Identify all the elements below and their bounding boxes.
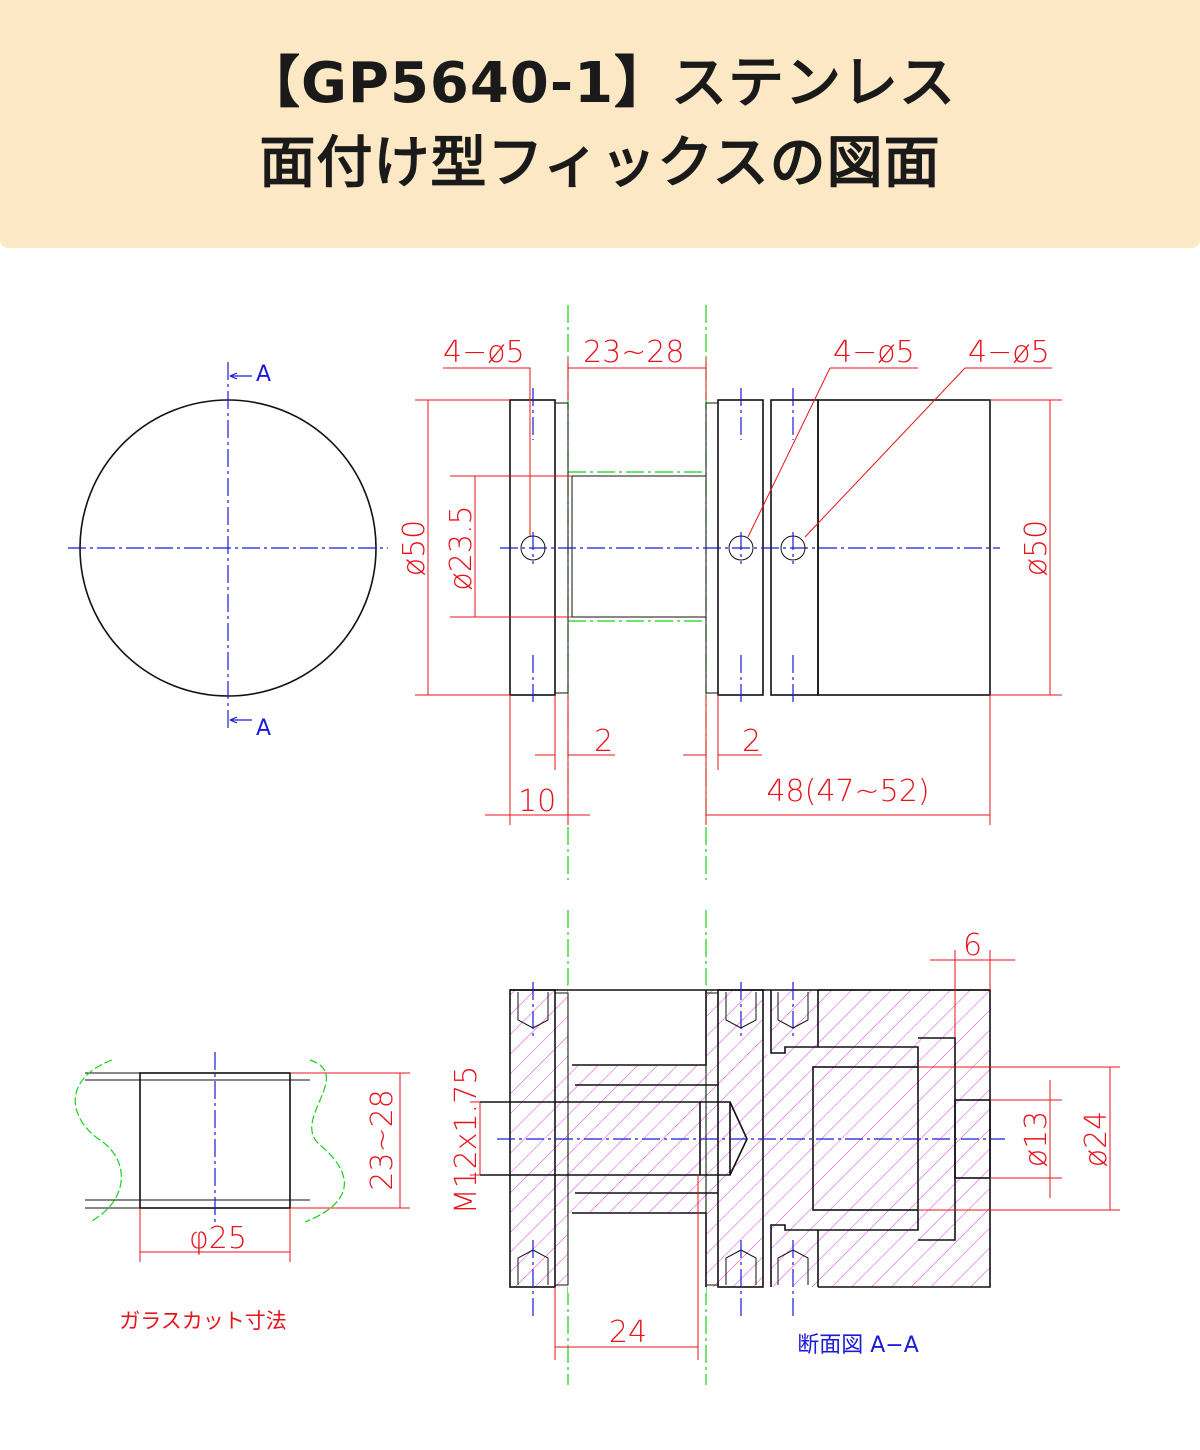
barrel xyxy=(571,475,707,618)
section-mark-bottom: A xyxy=(256,716,271,741)
hole-label-1: 4−ø5 xyxy=(443,335,525,370)
section-view: 6 ø13 ø24 M12x1.75 24 断面図 A−A xyxy=(449,910,1120,1385)
glass-edges xyxy=(85,1072,310,1209)
section-arrow-icon xyxy=(229,372,252,724)
plate-width-label: 10 xyxy=(518,784,556,819)
front-view: 4−ø5 23~28 4−ø5 4−ø5 ø50 ø23.5 ø50 2 2 1… xyxy=(397,305,1062,880)
dia-right-label: ø50 xyxy=(1019,520,1054,577)
length-24-label: 24 xyxy=(609,1315,647,1350)
gap xyxy=(763,985,771,1055)
screw-holes xyxy=(520,388,806,705)
title-banner: 【GP5640-1】ステンレス 面付け型フィックスの図面 xyxy=(0,0,1200,248)
gap xyxy=(568,1213,706,1293)
thickness-label: 23~28 xyxy=(365,1089,400,1190)
gap xyxy=(568,985,706,1065)
glass-cut-view: 23~28 φ25 ガラスカット寸法 xyxy=(74,1052,410,1333)
hole-label-2: 4−ø5 xyxy=(833,335,915,370)
glass-gap-label: 23~28 xyxy=(583,335,684,370)
dia-barrel-label: ø23.5 xyxy=(444,505,479,590)
hole-label-3: 4−ø5 xyxy=(968,335,1050,370)
thread-label: M12x1.75 xyxy=(449,1066,484,1215)
side-view: A A xyxy=(68,362,388,741)
title-line-2: 面付け型フィックスの図面 xyxy=(259,131,941,196)
section-mark-top: A xyxy=(256,362,271,387)
section-caption: 断面図 A−A xyxy=(797,1333,919,1358)
dia-24-label: ø24 xyxy=(1079,1111,1114,1168)
dia-13-label: ø13 xyxy=(1019,1111,1054,1168)
dimension-lines xyxy=(415,358,1062,825)
hole-centerlines xyxy=(532,982,794,1320)
thick-1-label: 2 xyxy=(594,724,613,759)
body xyxy=(817,399,991,696)
glass-cut-caption: ガラスカット寸法 xyxy=(119,1309,287,1333)
thick-2-label: 2 xyxy=(742,724,761,759)
gap xyxy=(763,1222,771,1292)
hole-centerlines xyxy=(532,388,794,705)
dimension-lines xyxy=(139,1072,410,1262)
title-line-1: 【GP5640-1】ステンレス xyxy=(243,51,957,116)
dim-6-label: 6 xyxy=(963,928,982,963)
dimension-lines xyxy=(470,950,1120,1360)
dia-left-label: ø50 xyxy=(397,520,432,577)
glass-break-line xyxy=(74,1059,345,1223)
hole-dia-label: φ25 xyxy=(189,1221,247,1256)
body-length-label: 48(47~52) xyxy=(766,774,929,809)
